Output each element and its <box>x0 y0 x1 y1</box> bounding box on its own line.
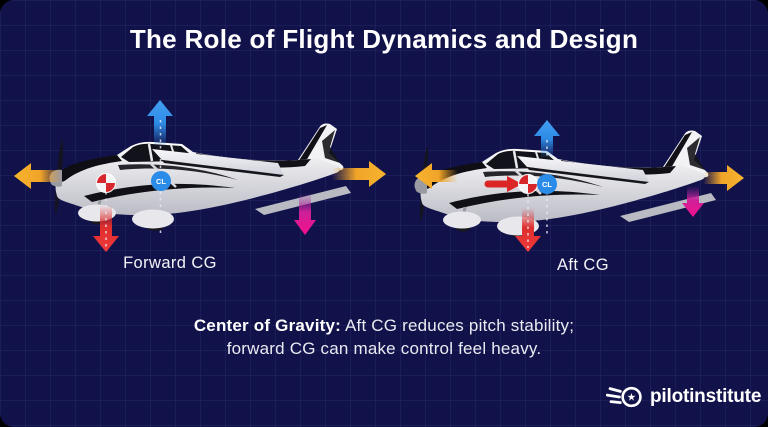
airplane-illustration <box>413 129 718 240</box>
cg-symbol <box>517 173 539 195</box>
cl-badge: CL <box>151 171 171 191</box>
page-title: The Role of Flight Dynamics and Design <box>129 24 639 54</box>
tail-load-arrow <box>294 193 316 235</box>
pilot-institute-logo: ★ pilotinstitute <box>606 383 761 411</box>
aft-cg-diagram: CL <box>413 120 744 252</box>
cl-badge-text: CL <box>156 177 166 186</box>
lift-arrow <box>147 100 173 147</box>
drag-arrow <box>703 165 744 191</box>
thrust-arrow <box>415 163 458 189</box>
thrust-arrow <box>14 163 62 189</box>
caption-line2: forward CG can make control feel heavy. <box>226 339 542 358</box>
star-icon: ★ <box>627 392 636 404</box>
caption-text: Center of Gravity: Aft CG reduces pitch … <box>0 314 768 360</box>
tail-load-arrow <box>682 186 704 217</box>
drag-arrow <box>332 161 386 187</box>
forward-cg-label: Forward CG <box>123 254 217 272</box>
cg-shift-arrow <box>484 176 522 192</box>
caption-line1: Aft CG reduces pitch stability; <box>345 316 575 335</box>
cl-badge: CL <box>537 174 557 194</box>
aft-cg-label: Aft CG <box>557 256 609 274</box>
lift-arrow <box>534 120 560 158</box>
cl-badge-text: CL <box>542 180 552 189</box>
caption-lead: Center of Gravity: <box>193 316 341 335</box>
brand-name: pilotinstitute <box>650 386 762 407</box>
forward-cg-diagram: CL <box>14 100 386 252</box>
winged-star-badge-icon: ★ <box>606 386 642 408</box>
cg-symbol <box>95 172 117 194</box>
weight-arrow <box>515 208 541 252</box>
weight-arrow <box>93 205 119 252</box>
